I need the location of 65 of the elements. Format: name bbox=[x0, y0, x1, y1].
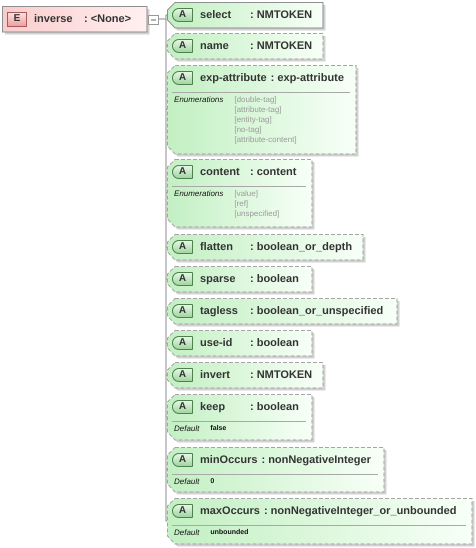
attribute-badge: A bbox=[172, 453, 193, 467]
type-text: : boolean_or_unspecified bbox=[250, 304, 384, 318]
name-text: select bbox=[200, 8, 232, 22]
enumeration-value: [unspecified] bbox=[234, 209, 280, 219]
type-text: : boolean bbox=[250, 400, 299, 414]
facet-heading: Enumerations bbox=[174, 95, 224, 105]
name-text: maxOccurs bbox=[200, 504, 260, 518]
type-text: : NMTOKEN bbox=[250, 8, 312, 22]
type-text: : content bbox=[250, 165, 296, 179]
attribute-box bbox=[167, 65, 359, 157]
attribute-badge: A bbox=[172, 165, 193, 179]
facet-heading: Enumerations bbox=[174, 189, 224, 199]
attribute-badge: A bbox=[172, 8, 193, 22]
attribute-badge: A bbox=[172, 240, 193, 254]
enumeration-value: [no-tag] bbox=[234, 125, 262, 135]
name-text: flatten bbox=[200, 240, 234, 254]
attribute-box bbox=[167, 266, 315, 295]
name-text: content bbox=[200, 165, 241, 179]
attribute-badge: A bbox=[172, 71, 193, 85]
attribute-badge: A bbox=[172, 368, 193, 382]
attribute-badge: A bbox=[172, 272, 193, 286]
type-text: : nonNegativeInteger_or_unbounded bbox=[264, 504, 456, 518]
enumeration-value: [double-tag] bbox=[234, 95, 277, 105]
type-text: : boolean_or_depth bbox=[250, 240, 352, 254]
type-text: : boolean bbox=[250, 272, 299, 286]
facet-heading: Default bbox=[174, 528, 200, 538]
name-text: tagless bbox=[200, 304, 239, 318]
attribute-box bbox=[167, 362, 326, 391]
attribute-box bbox=[167, 330, 315, 359]
enumeration-value: [value] bbox=[234, 189, 258, 199]
name-text: name bbox=[200, 39, 230, 53]
type-text: : NMTOKEN bbox=[250, 39, 312, 53]
attribute-box bbox=[167, 447, 387, 495]
attribute-badge: A bbox=[172, 39, 193, 53]
element-box bbox=[2, 6, 159, 35]
attribute-badge: A bbox=[172, 336, 193, 350]
attribute-badge: A bbox=[172, 304, 193, 318]
facet-heading: Default bbox=[174, 477, 200, 487]
enumeration-value: [attribute-content] bbox=[234, 135, 297, 145]
name-text: invert bbox=[200, 368, 231, 382]
name-text: exp-attribute bbox=[200, 71, 267, 85]
attribute-box bbox=[167, 498, 475, 547]
attribute-box bbox=[167, 33, 326, 62]
name-text: keep bbox=[200, 400, 226, 414]
attribute-box bbox=[167, 2, 326, 31]
type-text: : <None> bbox=[84, 12, 132, 26]
type-text: : nonNegativeInteger bbox=[261, 453, 371, 467]
element-badge: E bbox=[7, 12, 27, 26]
enumeration-value: [entity-tag] bbox=[234, 115, 272, 125]
attribute-box bbox=[167, 298, 400, 327]
enumeration-value: [ref] bbox=[234, 199, 248, 209]
attribute-box bbox=[167, 159, 315, 230]
name-text: inverse bbox=[34, 12, 74, 26]
type-text: : exp-attribute bbox=[270, 71, 344, 85]
attribute-badge: A bbox=[172, 504, 193, 518]
facet-heading: Default bbox=[174, 424, 200, 434]
attribute-badge: A bbox=[172, 400, 193, 414]
name-text: sparse bbox=[200, 272, 236, 286]
enumeration-value: [attribute-tag] bbox=[234, 105, 282, 115]
attribute-box bbox=[167, 394, 315, 443]
name-text: use-id bbox=[200, 336, 234, 350]
attribute-box bbox=[167, 234, 366, 263]
name-text: minOccurs bbox=[200, 453, 258, 467]
type-text: : boolean bbox=[250, 336, 299, 350]
type-text: : NMTOKEN bbox=[250, 368, 312, 382]
